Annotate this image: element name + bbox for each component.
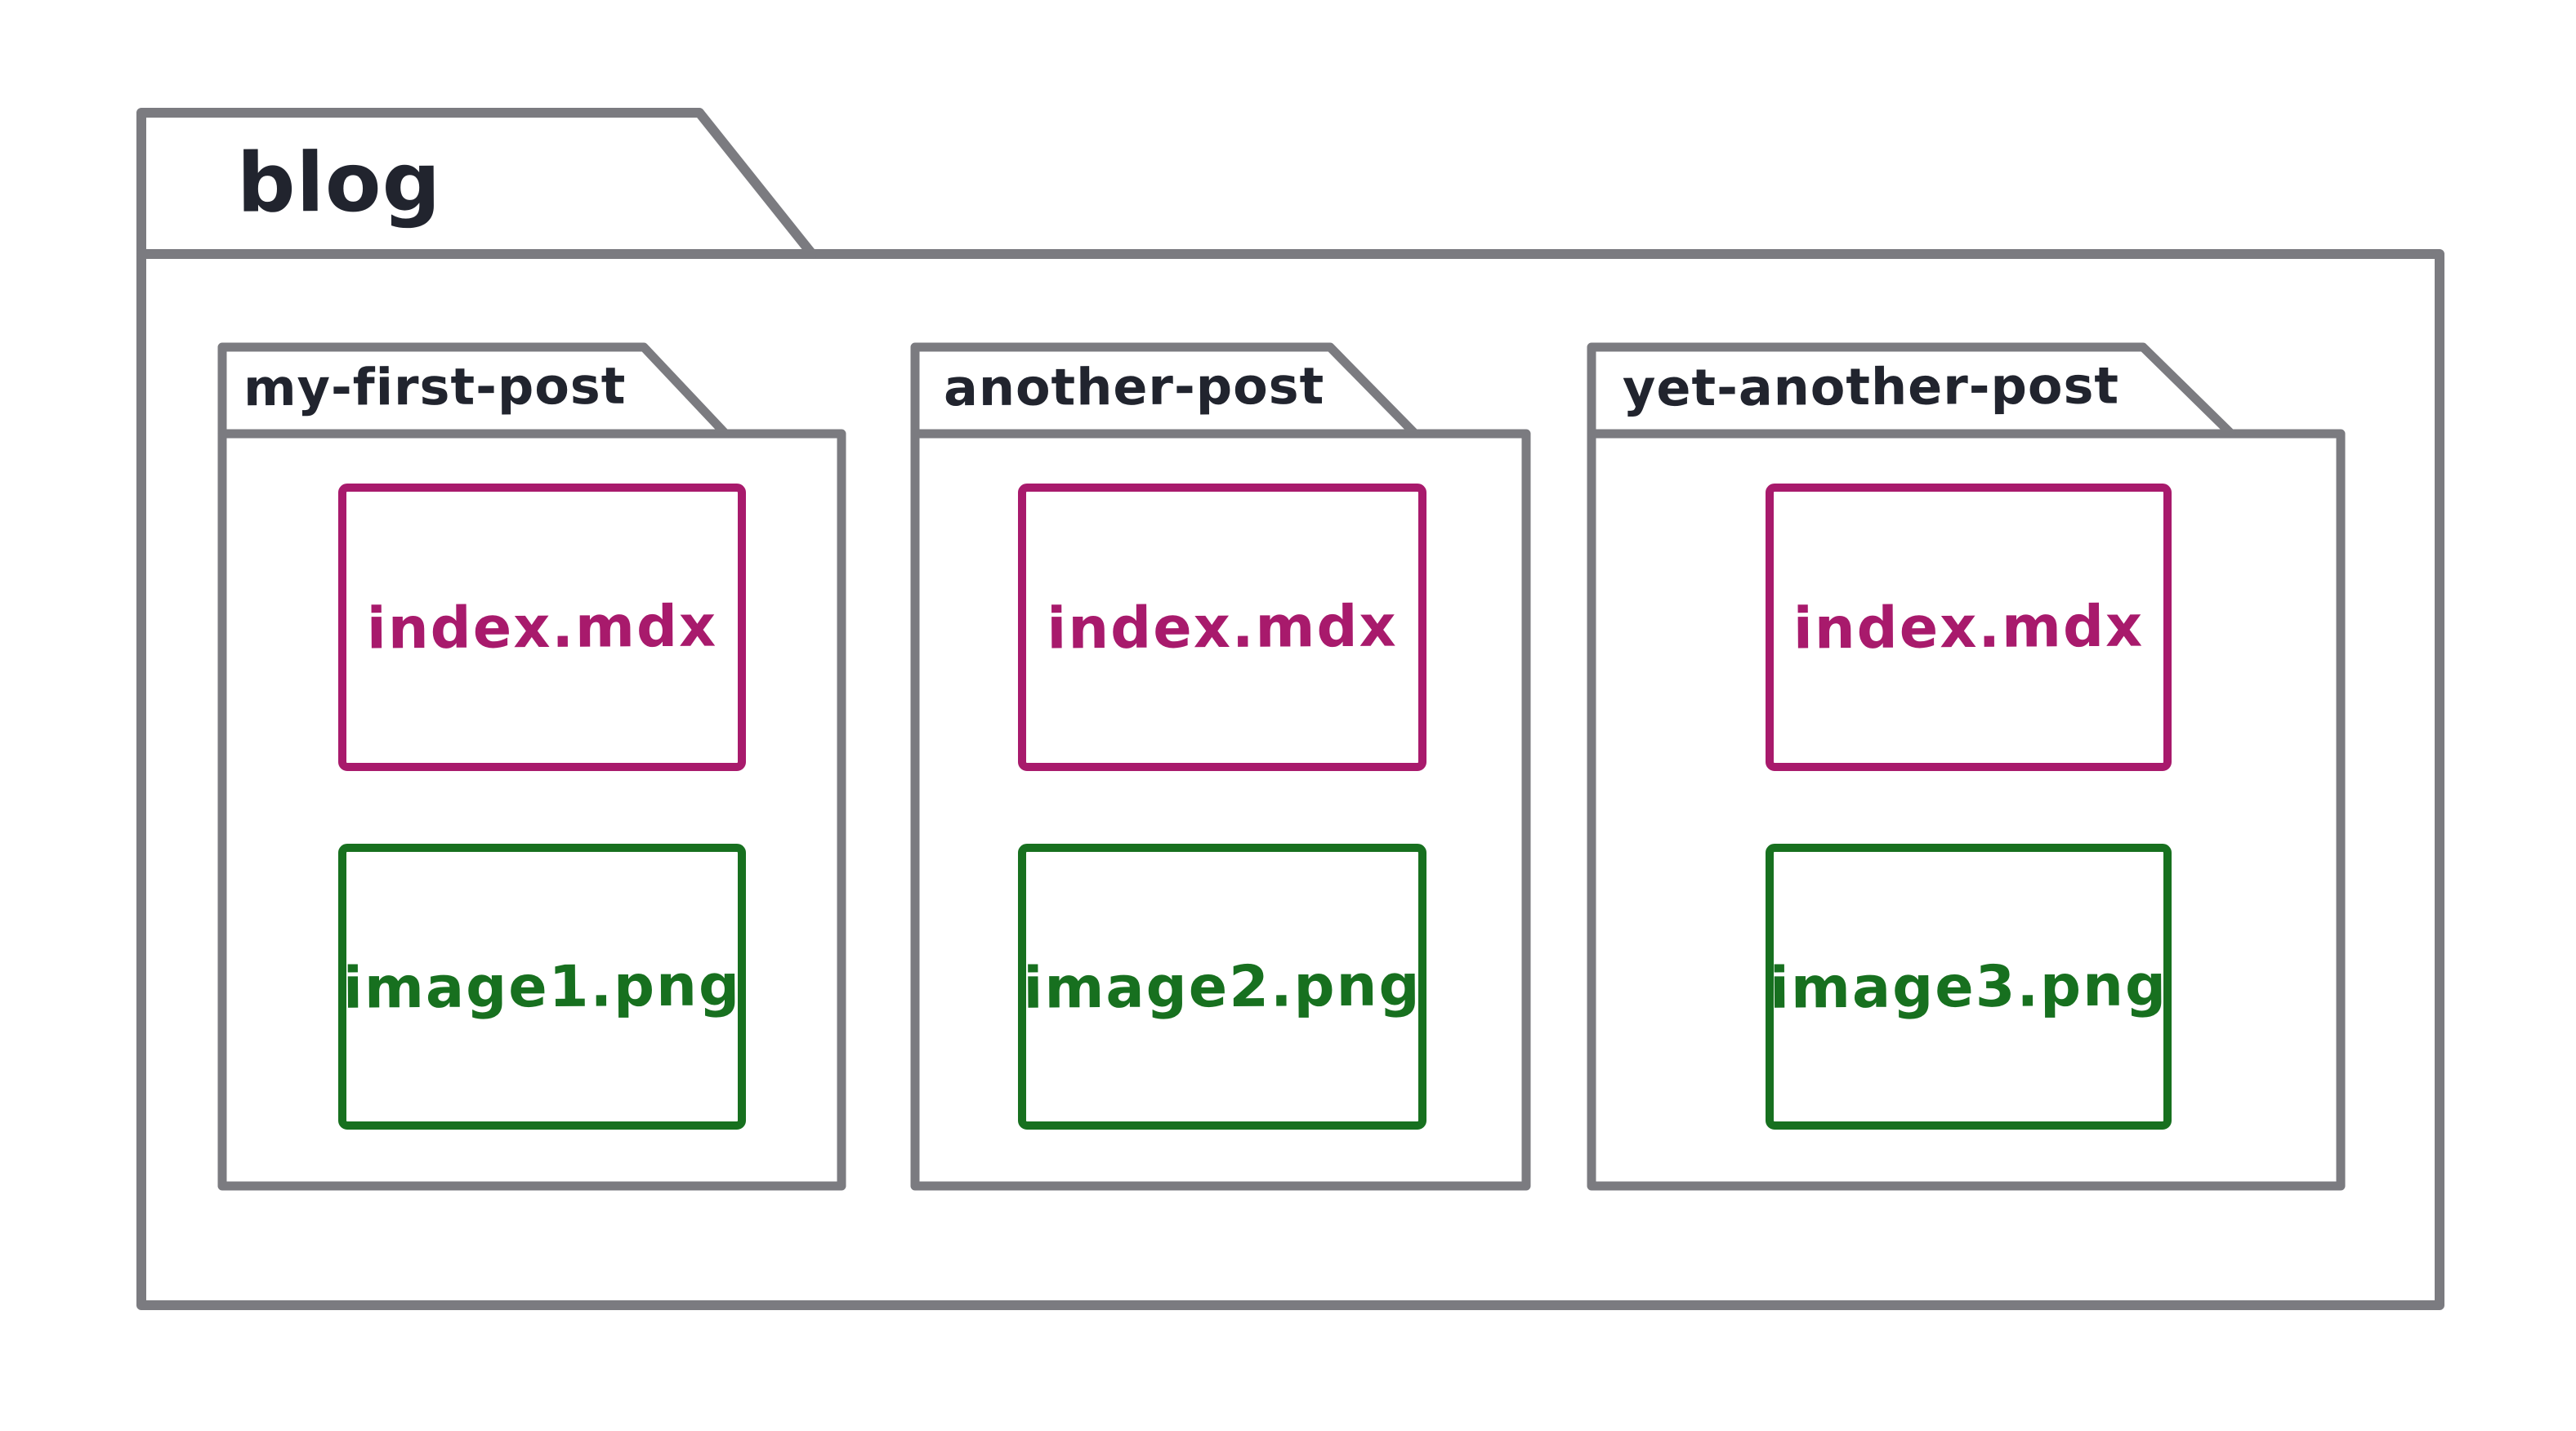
blog-folder-outline <box>136 108 2444 1310</box>
png-file-box-3 <box>1766 844 2172 1130</box>
blog-folder-label: blog <box>236 134 442 231</box>
mdx-file-box-3 <box>1766 484 2172 771</box>
png-file-box-2 <box>1018 844 1426 1130</box>
png-file-label-3: image3.png <box>1769 952 2168 1022</box>
png-file-label-2: image2.png <box>1023 952 1422 1022</box>
folder-outline-yet-another-post <box>1587 342 2346 1191</box>
mdx-file-label-2: index.mdx <box>1047 592 1398 662</box>
png-file-label-1: image1.png <box>342 952 742 1022</box>
mdx-file-box-1 <box>338 484 746 771</box>
folder-label-yet-another-post: yet-another-post <box>1622 355 2120 418</box>
folder-label-my-first-post: my-first-post <box>243 355 627 418</box>
png-file-box-1 <box>338 844 746 1130</box>
mdx-file-label-3: index.mdx <box>1792 592 2145 662</box>
mdx-file-label-1: index.mdx <box>366 592 718 662</box>
folder-label-another-post: another-post <box>943 355 1325 418</box>
folder-outline-another-post <box>910 342 1531 1191</box>
folder-outline-my-first-post <box>217 342 846 1191</box>
mdx-file-box-2 <box>1018 484 1426 771</box>
